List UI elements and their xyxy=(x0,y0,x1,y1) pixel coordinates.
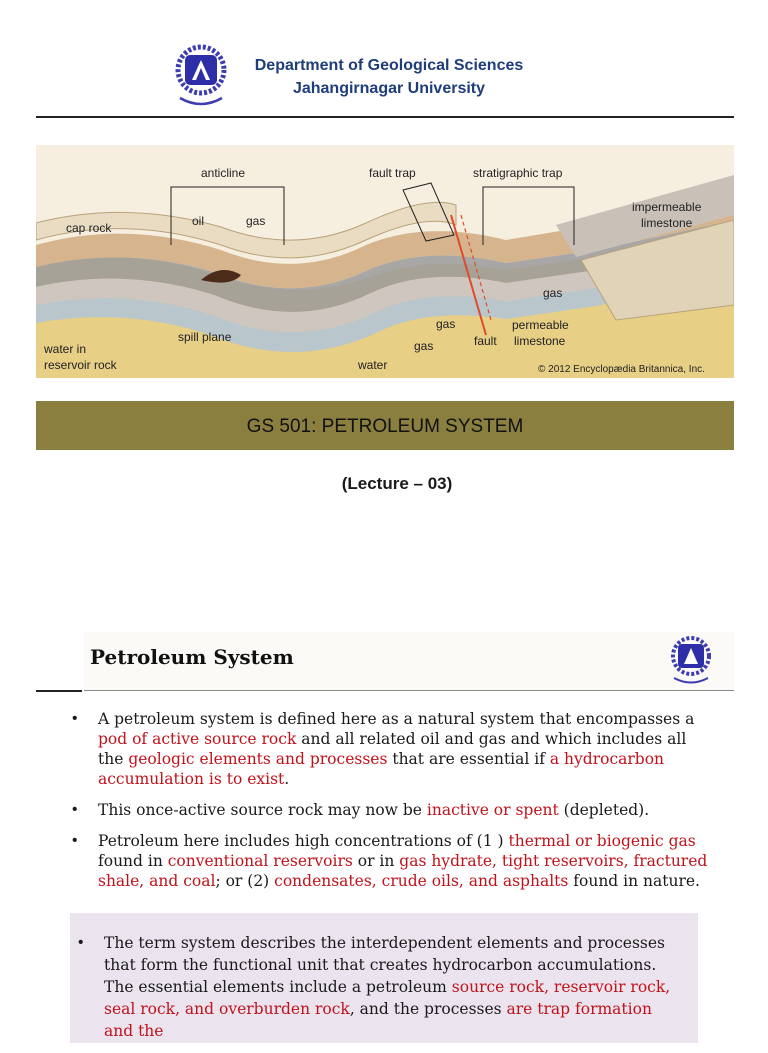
highlight-bullet-list: The term system describes the interdepen… xyxy=(78,932,683,1053)
label-oil: oil xyxy=(192,214,204,228)
university-logo xyxy=(172,42,230,112)
label-gas-bottom: gas xyxy=(414,339,433,353)
label-cap-rock: cap rock xyxy=(66,221,112,235)
section-divider xyxy=(84,690,734,691)
bullet-definition: A petroleum system is defined here as a … xyxy=(72,709,712,789)
department-heading: Department of Geological Sciences Jahang… xyxy=(244,54,534,100)
label-reservoir-rock: reservoir rock xyxy=(44,358,118,372)
label-permeable: permeable xyxy=(512,318,569,332)
department-name: Department of Geological Sciences xyxy=(254,57,524,74)
petroleum-traps-diagram: anticline fault trap stratigraphic trap … xyxy=(35,145,735,378)
label-fault: fault xyxy=(474,334,497,348)
label-gas-right: gas xyxy=(543,286,562,300)
section-logo xyxy=(668,634,714,688)
label-anticline: anticline xyxy=(201,166,245,180)
title-band xyxy=(36,401,734,450)
section-divider-left xyxy=(36,690,82,692)
bullet-list: A petroleum system is defined here as a … xyxy=(72,709,712,902)
label-water: water xyxy=(357,358,387,372)
course-title: GS 501: PETROLEUM SYSTEM xyxy=(246,416,524,437)
label-limestone-bottom: limestone xyxy=(514,334,566,348)
label-gas-top: gas xyxy=(246,214,265,228)
label-gas-fault: gas xyxy=(436,317,455,331)
label-fault-trap: fault trap xyxy=(369,166,416,180)
label-spill-plane: spill plane xyxy=(178,330,232,344)
university-name: Jahangirnagar University xyxy=(292,80,486,97)
copyright-note: © 2012 Encyclopædia Britannica, Inc. xyxy=(538,364,705,375)
label-water-in: water in xyxy=(43,342,86,356)
section-title: Petroleum System xyxy=(90,645,294,669)
lecture-number: (Lecture – 03) xyxy=(341,474,453,493)
bullet-system-term: The term system describes the interdepen… xyxy=(78,932,683,1042)
bullet-petroleum-types: Petroleum here includes high concentrati… xyxy=(72,831,712,891)
section-header-background xyxy=(84,632,734,690)
label-limestone-top: limestone xyxy=(641,216,693,230)
label-impermeable: impermeable xyxy=(632,200,702,214)
header-divider xyxy=(36,116,734,118)
label-stratigraphic-trap: stratigraphic trap xyxy=(473,166,563,180)
bullet-inactive-source: This once-active source rock may now be … xyxy=(72,800,712,820)
